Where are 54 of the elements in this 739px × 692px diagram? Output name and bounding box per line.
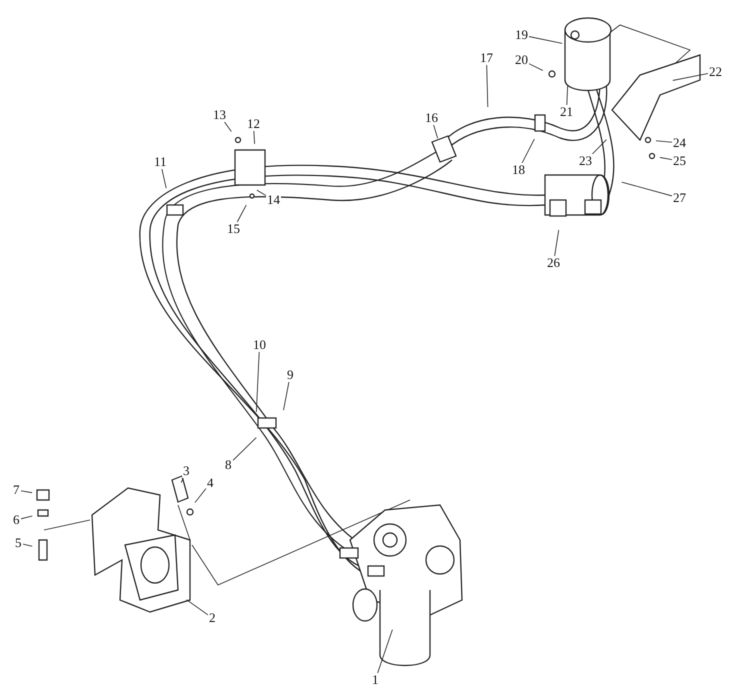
callout-number: 19 xyxy=(514,28,529,42)
leader-line xyxy=(566,86,568,106)
callout-number: 3 xyxy=(182,464,190,478)
leader-line xyxy=(528,36,563,44)
callout-number: 7 xyxy=(12,483,20,497)
leader-line xyxy=(186,599,208,616)
leader-line xyxy=(22,544,33,547)
callout-number: 22 xyxy=(708,65,723,79)
callout-number: 6 xyxy=(12,513,20,527)
leader-line xyxy=(232,437,257,462)
leader-line xyxy=(253,130,255,144)
leader-line xyxy=(161,168,167,189)
callout-number: 25 xyxy=(672,154,687,168)
callout-number: 14 xyxy=(266,193,281,207)
leader-line xyxy=(20,490,32,494)
leader-line xyxy=(256,190,266,196)
callout-number: 27 xyxy=(672,191,687,205)
leader-line xyxy=(621,182,672,196)
leader-line xyxy=(659,157,672,160)
callout-number: 2 xyxy=(208,611,216,625)
callout-number: 21 xyxy=(559,105,574,119)
callout-number: 24 xyxy=(672,136,687,150)
callout-number: 26 xyxy=(546,256,561,270)
callout-number: 4 xyxy=(206,476,214,490)
callout-number: 15 xyxy=(226,222,241,236)
leader-line xyxy=(180,478,184,484)
callout-number: 16 xyxy=(424,111,439,125)
leader-line xyxy=(656,140,672,143)
leader-line xyxy=(377,629,393,674)
leader-line xyxy=(236,204,247,222)
leader-line xyxy=(224,122,232,132)
leader-line xyxy=(528,63,544,71)
leader-line xyxy=(486,64,488,108)
callout-number: 18 xyxy=(511,163,526,177)
callout-number: 10 xyxy=(252,338,267,352)
leader-line xyxy=(20,516,33,520)
callout-number: 17 xyxy=(479,51,494,65)
leader-line xyxy=(256,352,260,412)
leader-line xyxy=(433,124,438,139)
callout-number: 23 xyxy=(578,154,593,168)
callout-number: 9 xyxy=(286,368,294,382)
leader-line xyxy=(672,73,708,81)
callout-number: 20 xyxy=(514,53,529,67)
leader-line xyxy=(592,139,607,154)
leader-line xyxy=(283,382,290,411)
leader-line xyxy=(522,138,535,164)
leader-line xyxy=(554,230,560,256)
leader-line xyxy=(194,488,206,504)
callout-number: 11 xyxy=(153,155,168,169)
callout-number: 12 xyxy=(246,117,261,131)
callout-number: 1 xyxy=(371,673,380,687)
callout-number: 5 xyxy=(14,536,22,550)
callout-number: 13 xyxy=(212,108,227,122)
callout-number: 8 xyxy=(224,458,232,472)
